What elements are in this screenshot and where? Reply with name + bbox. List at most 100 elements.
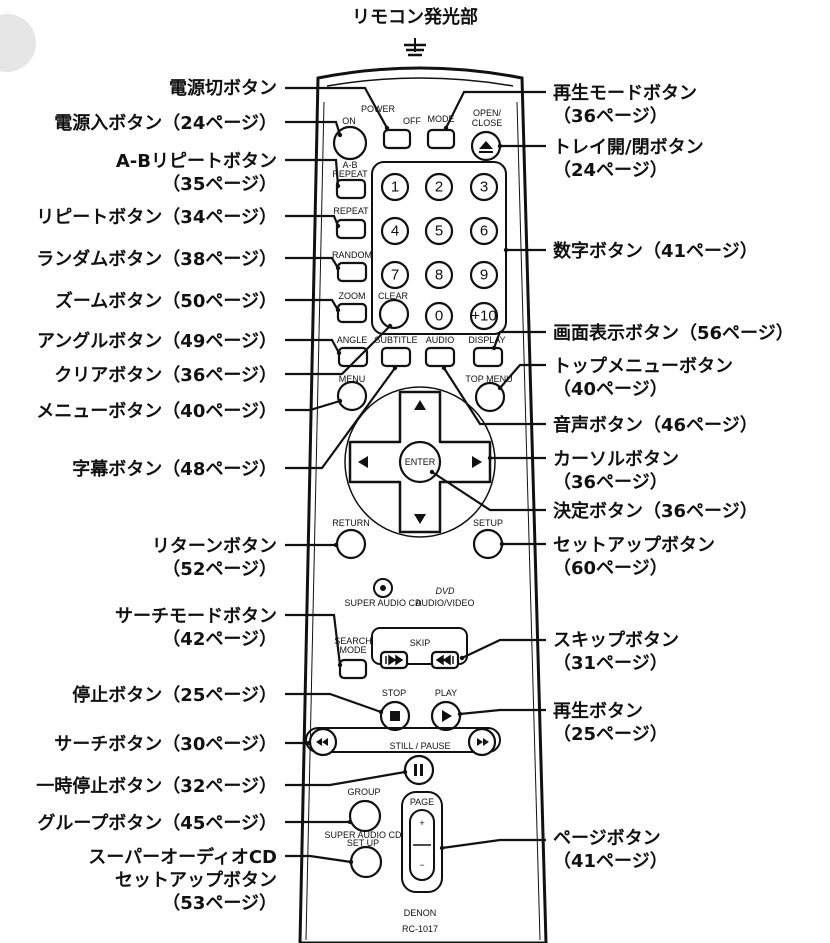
leader-dot xyxy=(306,740,312,746)
callout-text: 再生モードボタン xyxy=(553,83,697,104)
leader-dot xyxy=(503,247,509,253)
callout-display: 画面表示ボタン（56ページ） xyxy=(553,322,794,345)
leader-dot xyxy=(337,132,343,138)
return-button xyxy=(335,528,367,560)
menu-button xyxy=(336,380,368,412)
audio-text: AUDIO xyxy=(426,335,455,345)
digit-button xyxy=(424,172,454,202)
up-arrow-icon xyxy=(414,400,426,410)
leader-line-zoom xyxy=(285,298,339,311)
leader-line-mode xyxy=(445,90,546,129)
stop-text: STOP xyxy=(382,688,406,698)
callout-text: （53ページ） xyxy=(162,893,277,914)
repeat-text: REPEAT xyxy=(333,206,369,216)
top-menu-button xyxy=(474,381,506,413)
leader-line-stop xyxy=(285,692,382,714)
remote-side-edge-left xyxy=(305,101,325,941)
callout-text: 電源入ボタン（24ページ） xyxy=(54,113,277,134)
repeat-button xyxy=(335,218,367,240)
callout-text: 字幕ボタン（48ページ） xyxy=(72,459,277,480)
callout-page: ページボタン（41ページ） xyxy=(553,827,668,873)
dvd-sub-text: AUDIO/VIDEO xyxy=(415,598,474,608)
sacd-setup-text-2: SET UP xyxy=(347,838,379,848)
leader-line-ab-repeat xyxy=(285,158,340,187)
search-mode-text-1: SEARCH xyxy=(334,636,372,646)
callout-text: グループボタン（45ページ） xyxy=(37,813,277,834)
leader-dot xyxy=(378,709,384,715)
callout-return: リターンボタン（52ページ） xyxy=(152,535,277,581)
group-button xyxy=(348,799,382,833)
leader-dot xyxy=(443,125,449,131)
leader-line-sacd-setup xyxy=(285,854,352,864)
callout-numbers: 数字ボタン（41ページ） xyxy=(553,240,758,263)
callout-menu: メニューボタン（40ページ） xyxy=(36,400,277,423)
callout-open-close: トレイ開/閉ボタン（24ページ） xyxy=(553,136,704,182)
skip-back-icon xyxy=(385,654,404,666)
callout-text: セットアップボタン xyxy=(553,535,715,556)
leader-line-skip xyxy=(461,638,546,659)
page-minus-icon: − xyxy=(419,860,424,870)
digit-button xyxy=(424,216,454,246)
left-arrow-icon xyxy=(358,456,368,468)
angle-button xyxy=(337,346,369,368)
callout-play: 再生ボタン（25ページ） xyxy=(553,700,668,746)
page-text: PAGE xyxy=(410,797,434,807)
leader-line-top-menu xyxy=(499,363,546,389)
leader-line-enter xyxy=(431,471,546,512)
subtitle-text: SUBTITLE xyxy=(374,335,417,345)
leader-dot xyxy=(335,183,341,189)
display-text: DISPLAY xyxy=(468,335,505,345)
callout-group: グループボタン（45ページ） xyxy=(37,812,277,835)
subtitle-button xyxy=(380,346,412,368)
callout-audio: 音声ボタン（46ページ） xyxy=(553,414,758,437)
digit-label: 9 xyxy=(480,267,488,284)
power-text: POWER xyxy=(361,104,396,114)
leader-line-clear xyxy=(285,325,391,376)
callout-text: （36ページ） xyxy=(553,472,668,493)
setup-text: SETUP xyxy=(473,518,503,528)
callout-text: （60ページ） xyxy=(553,558,668,579)
callout-text: リターンボタン xyxy=(151,536,277,557)
ab-repeat-button xyxy=(335,178,367,200)
off-text: OFF xyxy=(403,116,421,126)
callout-text: （41ページ） xyxy=(553,851,668,872)
callout-text: 再生ボタン xyxy=(553,701,643,722)
digit-label: 5 xyxy=(435,223,443,240)
sacd-setup-text-1: SUPER AUDIO CD xyxy=(324,830,402,840)
callout-random: ランダムボタン（38ページ） xyxy=(36,248,277,271)
callout-angle: アングルボタン（49ページ） xyxy=(37,330,277,353)
callout-text: 音声ボタン（46ページ） xyxy=(553,415,758,436)
callout-text: リピートボタン（34ページ） xyxy=(36,207,277,228)
digit-label: 8 xyxy=(435,267,443,284)
sacd-logo-text: SUPER AUDIO CD xyxy=(344,598,422,608)
callout-text: （52ページ） xyxy=(162,559,277,580)
leader-dot xyxy=(335,223,341,229)
ir-emitter-label: リモコン発光部 xyxy=(352,7,478,28)
random-text: RANDOM xyxy=(332,250,372,260)
group-text: GROUP xyxy=(347,787,380,797)
leader-dot xyxy=(497,385,503,391)
callout-text: 電源切ボタン xyxy=(169,78,277,99)
leader-dot xyxy=(457,711,463,717)
menu-text: MENU xyxy=(339,374,366,384)
leader-line-random xyxy=(285,256,339,269)
skip-frame xyxy=(371,627,468,665)
callout-text: サーチボタン（30ページ） xyxy=(54,734,277,755)
digit-label: 4 xyxy=(391,223,399,240)
page-frame xyxy=(401,791,443,893)
callout-text: トップメニューボタン xyxy=(553,356,733,377)
search-mode-button xyxy=(338,658,368,680)
callout-subtitle: 字幕ボタン（48ページ） xyxy=(72,458,277,481)
page-plus-icon: + xyxy=(419,818,424,828)
leader-dot xyxy=(491,345,497,351)
callout-text: （24ページ） xyxy=(553,160,668,181)
angle-text: ANGLE xyxy=(337,335,368,345)
callout-text: クリアボタン（36ページ） xyxy=(54,365,277,386)
callout-text: アングルボタン（49ページ） xyxy=(37,331,277,352)
digit-label: 0 xyxy=(435,308,443,325)
ab-repeat-text-1: A-B xyxy=(342,160,357,170)
play-icon xyxy=(442,710,452,722)
digit-label: 6 xyxy=(480,223,488,240)
callout-search: サーチボタン（30ページ） xyxy=(54,733,277,756)
